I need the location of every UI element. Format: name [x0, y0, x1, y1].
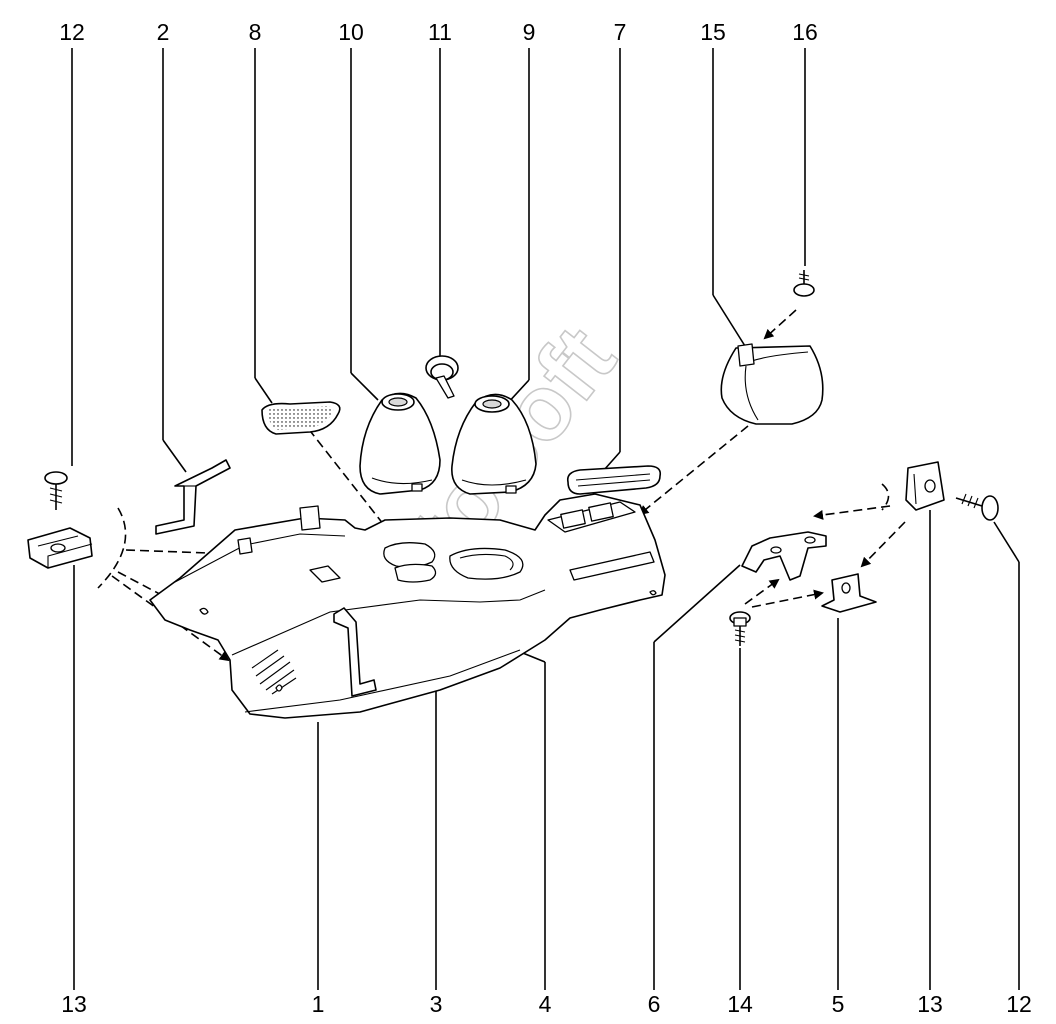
- part-5-bracket: [821, 573, 877, 613]
- part-3-bracket: [309, 565, 377, 697]
- part-8-pad: [261, 401, 341, 435]
- callout-15: 15: [700, 19, 726, 45]
- bottom-callouts: 13 1 3 4 6 14 5 13 12: [61, 991, 1032, 1017]
- part-14-bolt: [729, 611, 751, 646]
- part-15-box: [720, 343, 824, 425]
- callout-6: 6: [648, 991, 661, 1017]
- callout-11: 11: [428, 19, 452, 45]
- part-4-console-base: [149, 493, 666, 719]
- part-13-clip-right: [905, 461, 945, 511]
- callout-8: 8: [249, 19, 262, 45]
- callout-1: 1: [312, 991, 325, 1017]
- callout-14: 14: [727, 991, 753, 1017]
- callout-12-bottom: 12: [1006, 991, 1032, 1017]
- part-13-clip-left: [27, 527, 93, 569]
- part-2-bracket: [155, 459, 231, 535]
- part-16-screw: [793, 270, 815, 297]
- callout-2: 2: [157, 19, 170, 45]
- part-6-bracket: [741, 531, 827, 581]
- grille: [251, 649, 297, 695]
- part-12-screw-left: [44, 471, 68, 510]
- callout-13-right: 13: [917, 991, 943, 1017]
- top-callouts: 12 2 8 10 11 9 7 15 16: [59, 19, 818, 45]
- callout-7: 7: [614, 19, 627, 45]
- part-9-boot: [451, 393, 537, 495]
- callout-5: 5: [832, 991, 845, 1017]
- callout-16: 16: [792, 19, 818, 45]
- part-12-screw-right: [955, 493, 999, 521]
- part-7-trim-strip: [566, 465, 662, 495]
- part-10-boot: [359, 392, 441, 495]
- callout-13-left: 13: [61, 991, 87, 1017]
- callout-10: 10: [338, 19, 364, 45]
- part-11-clamp: [425, 355, 459, 399]
- callout-3: 3: [430, 991, 443, 1017]
- callout-12-top: 12: [59, 19, 85, 45]
- callout-4: 4: [539, 991, 552, 1017]
- callout-9: 9: [523, 19, 536, 45]
- leader-lines: [71, 48, 1020, 990]
